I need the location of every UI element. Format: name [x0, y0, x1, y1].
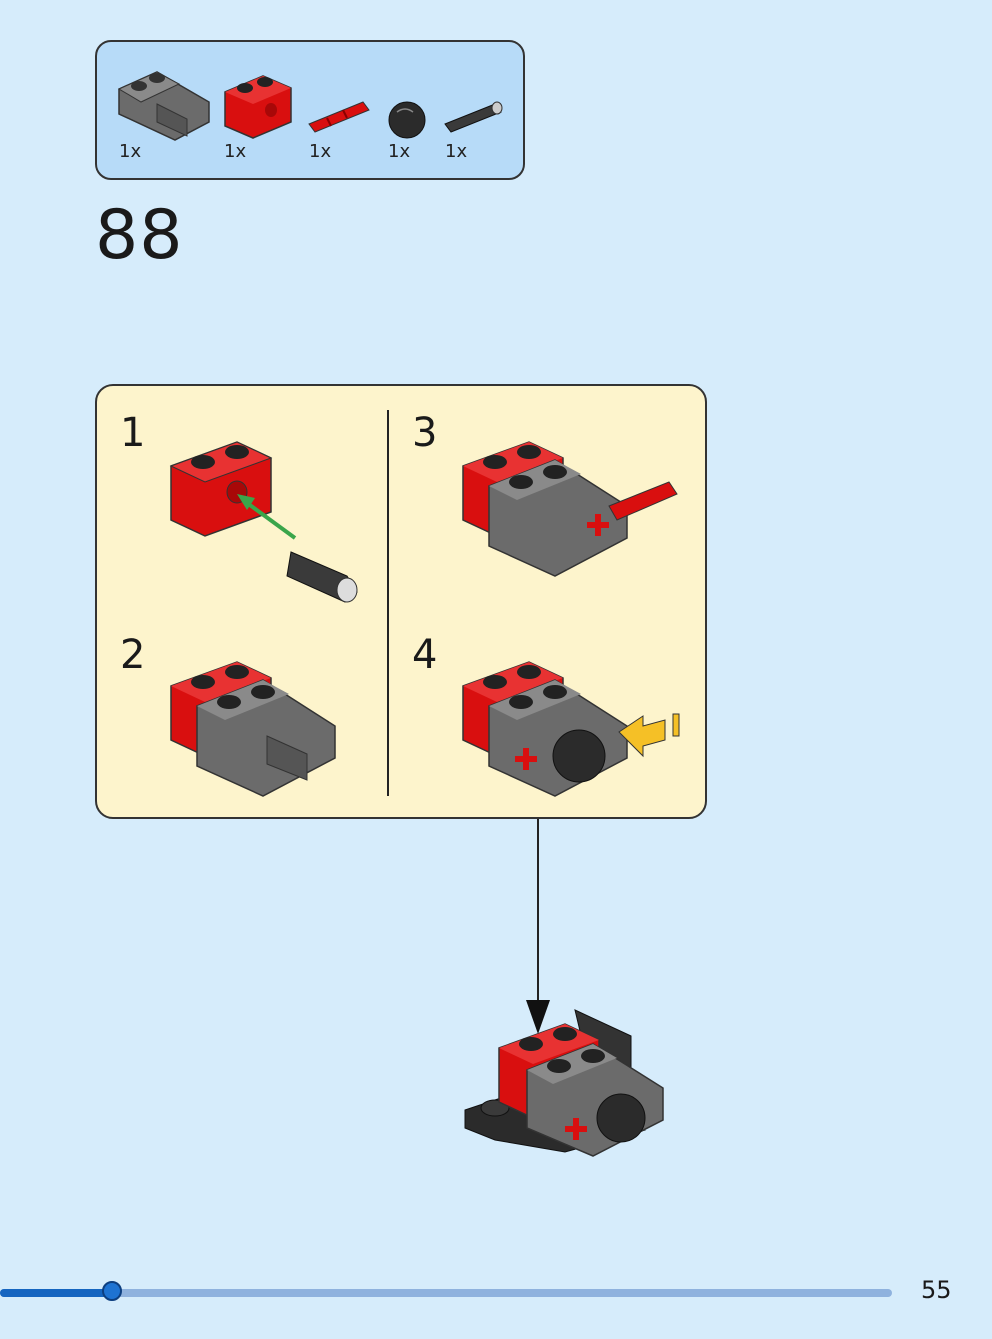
substep-panel: 1 2 3 4: [95, 384, 707, 819]
callout-connector-line: [537, 819, 539, 1009]
red-axle-pin-icon: [308, 101, 370, 133]
progress-fill: [0, 1289, 112, 1297]
black-ball-icon: [388, 101, 426, 139]
part-qty-4: 1x: [388, 141, 411, 162]
substep-number-3: 3: [412, 410, 438, 456]
substep-number-4: 4: [412, 632, 438, 678]
substep-divider: [387, 410, 389, 796]
parts-list-panel: 1x 1x 1x 1x 1x: [95, 40, 525, 180]
substep-2-illustration: [170, 661, 336, 797]
substep-number-1: 1: [120, 410, 146, 456]
progress-knob[interactable]: [101, 1281, 122, 1301]
callout-arrow-down-icon: [526, 1000, 550, 1034]
substep-3-illustration: [462, 441, 678, 577]
part-qty-3: 1x: [309, 141, 332, 162]
substep-4-illustration: [462, 661, 680, 797]
gray-beam-connector-icon: [117, 71, 210, 141]
part-qty-1: 1x: [119, 141, 142, 162]
step-number: 88: [95, 196, 184, 275]
red-technic-brick-icon: [224, 75, 292, 139]
substep-1-illustration: [169, 441, 358, 603]
part-qty-5: 1x: [445, 141, 468, 162]
progress-bar: [0, 1281, 892, 1301]
final-assembly-illustration: [464, 1009, 664, 1157]
part-qty-2: 1x: [224, 141, 247, 162]
substep-number-2: 2: [120, 632, 146, 678]
black-technic-pin-icon: [444, 101, 503, 133]
page-number: 55: [921, 1276, 952, 1304]
